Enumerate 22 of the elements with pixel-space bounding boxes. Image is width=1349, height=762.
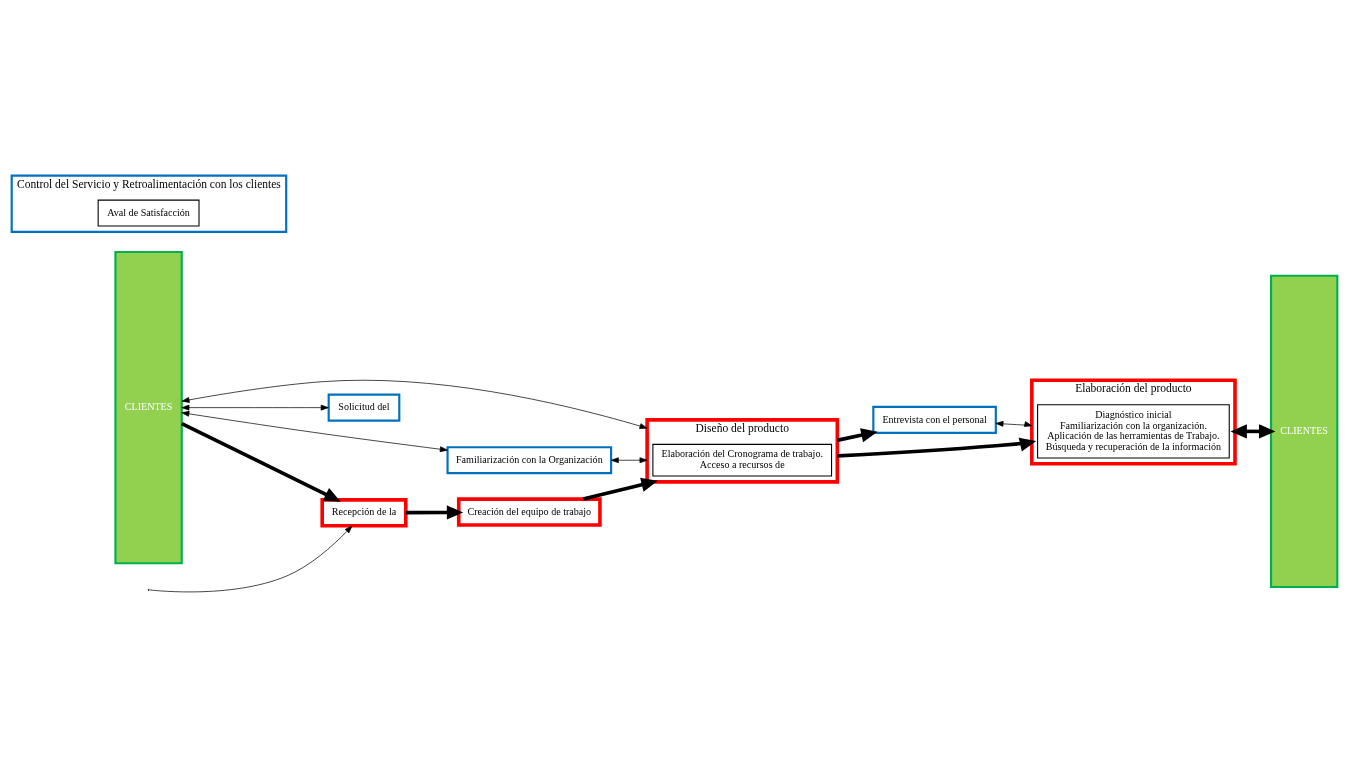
arrow <box>837 437 1037 458</box>
node-box: Familiarización con la Organización <box>446 446 613 475</box>
arrow <box>1230 424 1276 439</box>
arrow <box>582 477 658 501</box>
node-box: Creación del equipo de trabajo <box>456 497 602 527</box>
node-box: Solicitud del <box>327 393 401 422</box>
arrow <box>181 380 648 429</box>
arrow <box>995 420 1033 427</box>
arrow <box>836 428 878 443</box>
arrow <box>149 525 353 593</box>
arrow <box>405 505 464 520</box>
node-box: Aval de Satisfacción <box>97 199 200 227</box>
node-box: Entrevista con el personal <box>872 405 997 434</box>
node-box: Elaboración del Cronograma de trabajo. Acceso a recursos de <box>652 443 833 477</box>
node-box: CLIENTES <box>114 250 183 565</box>
node-box: CLIENTES <box>1269 274 1339 589</box>
arrow <box>181 410 448 453</box>
arrow <box>181 404 329 411</box>
node-box: Diagnóstico inicial Familiarización con la organización. Aplicación de las herramientas de Trabajo. Búsqueda y recuperación de la información <box>1037 404 1230 459</box>
arrow <box>181 422 341 502</box>
arrow <box>610 457 648 464</box>
node-box: Recepción de la <box>320 498 408 528</box>
